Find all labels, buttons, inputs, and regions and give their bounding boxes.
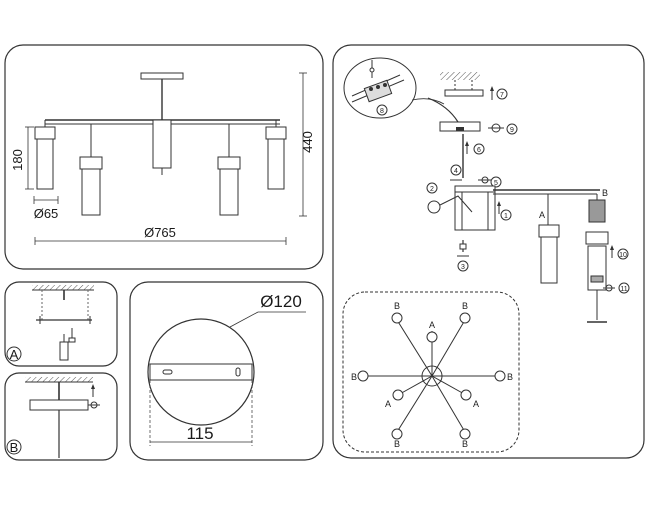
layout-label-a1: A — [429, 320, 435, 330]
panel-assembly-frame — [332, 44, 645, 459]
step-11: 11 — [620, 286, 627, 293]
shade-holder-inner-right — [217, 156, 241, 170]
step-1: 1 — [504, 213, 508, 220]
arm-label-a: A — [539, 210, 545, 220]
panel-main-frame — [4, 44, 324, 270]
layout-point-b4 — [494, 370, 506, 382]
layout-label-b2: B — [462, 301, 468, 311]
shade-inner-right — [219, 168, 239, 216]
panel-b-frame — [4, 372, 118, 461]
panel-a: A — [4, 281, 118, 367]
bracket-slot-right — [235, 367, 241, 377]
dimension-bracket-width: 115 — [186, 424, 213, 443]
shade-right — [267, 138, 285, 190]
step-8: 8 — [380, 108, 384, 115]
shade-holder-a — [538, 224, 560, 238]
layout-point-a2 — [392, 389, 404, 401]
step-8-badge — [376, 104, 388, 116]
panel-b: B — [4, 372, 118, 461]
layout-label-b3: B — [351, 372, 357, 382]
shade-a — [540, 236, 558, 284]
shade-left — [36, 138, 54, 190]
dimension-180: 180 — [10, 149, 25, 171]
ceiling-hatch — [440, 72, 480, 80]
layout-point-b6 — [459, 428, 471, 440]
layout-label-b6: B — [462, 439, 468, 449]
dimension-440: 440 — [300, 131, 315, 153]
wire-clip-icon — [427, 200, 441, 214]
badge-b — [6, 439, 22, 455]
layout-label-b4: B — [507, 372, 513, 382]
socket-b — [588, 199, 606, 223]
layout-point-b5 — [391, 428, 403, 440]
mounting-bracket — [149, 363, 253, 381]
panel-main-dimensions: 180 440 Ø65 Ø765 — [4, 44, 324, 270]
panel-assembly: 8 7 9 6 4 5 — [332, 44, 645, 459]
shade-holder-inner-left — [79, 156, 103, 170]
layout-point-b2 — [459, 312, 471, 324]
step-4: 4 — [454, 168, 458, 175]
shade-b — [587, 245, 607, 291]
layout-point-b1 — [391, 312, 403, 324]
panel-layout-frame — [342, 291, 520, 453]
dowel-a — [59, 341, 69, 361]
panel-canopy: Ø120 115 — [129, 281, 324, 461]
layout-point-a3 — [460, 389, 472, 401]
center-column — [152, 119, 172, 169]
junction-body — [454, 185, 496, 231]
layout-label-b1: B — [394, 301, 400, 311]
panel-layout: B B A B B A A B B — [342, 291, 520, 453]
shade-holder-right — [265, 126, 287, 140]
ceiling-hatch-a — [32, 285, 94, 290]
step-3: 3 — [461, 264, 465, 271]
bracket-slot-left — [162, 369, 173, 375]
step-5: 5 — [494, 180, 498, 187]
dimension-canopy-diameter: Ø120 — [260, 292, 302, 311]
shade-inner-left — [81, 168, 101, 216]
step-10: 10 — [619, 252, 627, 259]
label-a: A — [10, 347, 19, 362]
step-7: 7 — [500, 92, 504, 99]
panel-a-frame — [4, 281, 118, 367]
step-9: 9 — [510, 127, 514, 134]
shade-holder-b — [585, 231, 609, 245]
step-6: 6 — [477, 147, 481, 154]
ceiling-hatch-b — [25, 377, 93, 382]
canopy-plate — [140, 72, 184, 80]
dimension-overall-diameter: Ø765 — [144, 225, 176, 240]
layout-point-b3 — [357, 370, 369, 382]
ceiling-bracket — [444, 89, 484, 97]
mount-plate-b — [29, 399, 89, 411]
layout-label-b5: B — [394, 439, 400, 449]
shade-holder-left — [34, 126, 56, 140]
arm-label-b: B — [602, 188, 608, 198]
panel-canopy-frame — [129, 281, 324, 461]
layout-label-a3: A — [473, 399, 479, 409]
label-b: B — [10, 440, 19, 455]
dimension-shade-diameter: Ø65 — [34, 206, 59, 221]
badge-a — [6, 346, 22, 362]
step-2: 2 — [430, 186, 434, 193]
layout-point-a1 — [426, 331, 438, 343]
layout-label-a2: A — [385, 399, 391, 409]
